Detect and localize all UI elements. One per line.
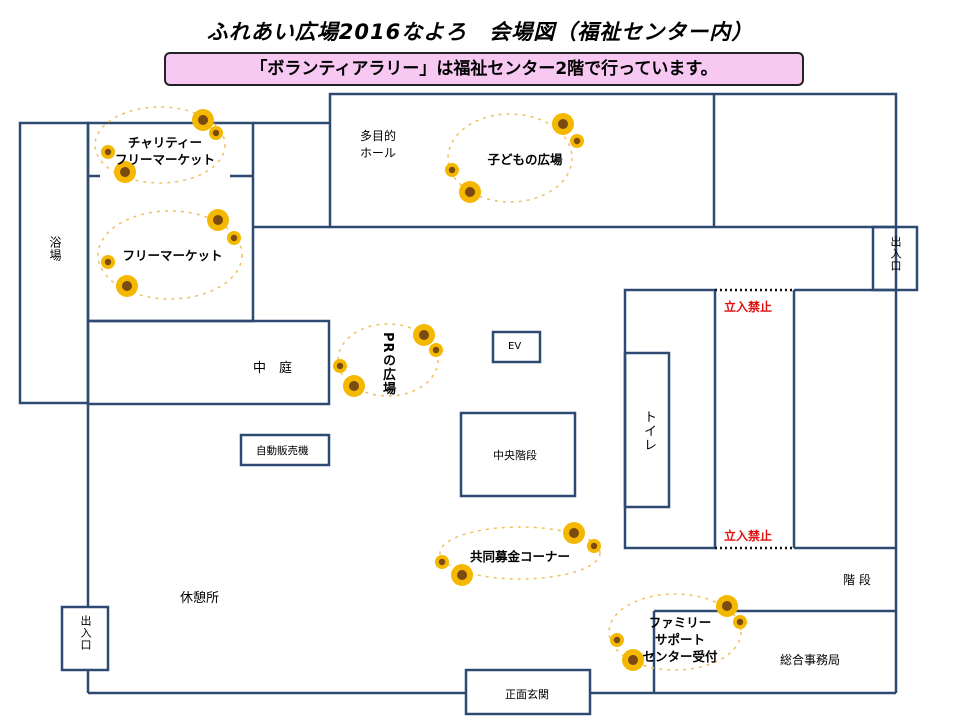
- central-stairs-label: 中央階段: [493, 449, 537, 462]
- elevator-label: EV: [508, 341, 522, 352]
- main-entrance-label: 正面玄関: [505, 688, 549, 701]
- rally-notice-banner: 「ボランティアラリー」は福祉センター2階で行っています。: [164, 52, 804, 86]
- charity-market-label: チャリティー フリーマーケット: [110, 134, 220, 168]
- kids-wreath: [445, 113, 584, 203]
- toilet: [623, 351, 671, 509]
- charity-label-line1: チャリティー: [127, 135, 203, 150]
- pr-wreath: [333, 323, 443, 397]
- multipurpose-hall-label: 多目的 ホール: [360, 128, 396, 162]
- family-support-label: ファミリー サポート センター受付: [630, 614, 730, 665]
- elevator: [491, 330, 542, 364]
- hall-label-line2: ホール: [360, 146, 397, 160]
- bath-room: [18, 121, 90, 405]
- main-entrance: [464, 668, 592, 716]
- rest-area-label: 休憩所: [180, 591, 220, 606]
- no-entry-bottom-label: 立入禁止: [724, 529, 773, 543]
- charity-wreath: [94, 106, 226, 184]
- family-label-line3: センター受付: [642, 649, 718, 664]
- kids-plaza-label: 子どもの広場: [487, 152, 563, 167]
- courtyard: [86, 319, 331, 406]
- family-label-line2: サポート: [654, 632, 705, 647]
- page-title: ふれあい広場2016なよろ 会場図（福祉センター内）: [206, 20, 754, 44]
- community-chest-label: 共同募金コーナー: [469, 549, 570, 564]
- pr-plaza-label: PRの広場: [380, 332, 395, 396]
- general-office-label: 総合事務局: [780, 653, 841, 667]
- flea-market-wreath: [97, 209, 243, 300]
- vending-label: 自動販売機: [256, 445, 309, 457]
- family-label-line1: ファミリー: [648, 615, 712, 630]
- stairs-label: 階 段: [843, 573, 871, 587]
- charity-label-line2: フリーマーケット: [114, 152, 215, 167]
- community-chest-wreath: [435, 522, 601, 586]
- central-stairs: [459, 411, 577, 498]
- multipurpose-hall: [328, 92, 898, 229]
- courtyard-label: 中 庭: [253, 361, 293, 376]
- flea-market-label: フリーマーケット: [122, 248, 223, 263]
- hall-label-line1: 多目的: [360, 129, 397, 143]
- family-support-wreath: [608, 593, 747, 671]
- exit-left: [60, 605, 110, 672]
- exit-right-label: 出入口: [889, 236, 902, 272]
- exit-left-label: 出入口: [79, 615, 92, 651]
- no-entry-top-label: 立入禁止: [724, 300, 773, 314]
- toilet-label: トイレ: [641, 410, 656, 452]
- bath-label: 浴場: [48, 236, 62, 262]
- vending-machine: [239, 433, 331, 467]
